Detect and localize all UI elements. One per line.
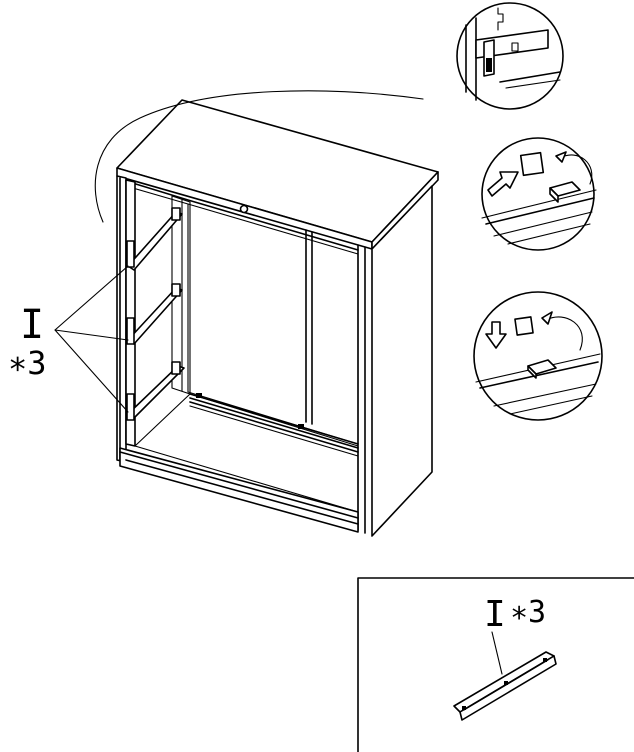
arrow-down-icon — [485, 321, 507, 349]
cabinet-bottom-front — [119, 447, 359, 533]
cabinet-back-panel — [187, 203, 359, 445]
detail-circle-2 — [481, 137, 597, 251]
parts-box-letter: I — [484, 594, 506, 635]
callout-left: I ∗3 — [8, 265, 129, 413]
cabinet — [116, 99, 439, 537]
callout-part-letter: I — [20, 302, 44, 348]
bottom-door-tracks — [189, 393, 359, 457]
cabinet-floor — [134, 393, 359, 513]
arrow-right-icon — [487, 171, 519, 197]
detail-circle-3 — [473, 291, 603, 421]
curved-arrow-icon-2 — [541, 311, 553, 325]
parts-box: I ∗3 — [357, 577, 634, 752]
brace-part — [453, 651, 557, 721]
cabinet-left-panel — [116, 175, 127, 463]
cabinet-top-side-edge — [371, 171, 439, 250]
motion-curve — [94, 90, 424, 223]
cabinet-right-panel — [371, 185, 433, 537]
parts-box-quantity: ∗3 — [510, 595, 546, 630]
left-braces — [126, 207, 185, 421]
callout-quantity: ∗3 — [8, 344, 47, 382]
curved-arrow-icon — [555, 151, 567, 163]
top-rail-hole — [239, 204, 249, 214]
detail-circle-1 — [456, 2, 564, 110]
